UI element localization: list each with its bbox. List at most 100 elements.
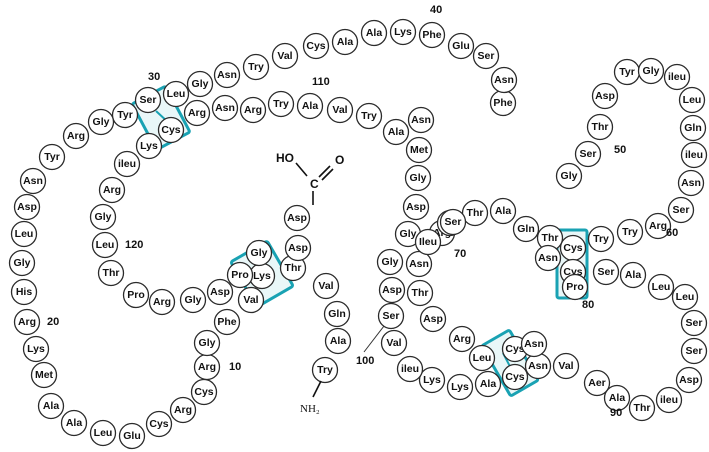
residue: Asn (490, 66, 518, 94)
residue-circle (489, 197, 517, 225)
residue-label: Try (248, 61, 264, 73)
residue-circle (680, 309, 708, 337)
residue-label: Arg (174, 404, 192, 416)
residue-label: Asn (681, 177, 701, 189)
residue-label: Asp (595, 90, 615, 102)
residue: Val (380, 329, 408, 357)
residue-circle (619, 261, 647, 289)
residue-label: Val (277, 50, 292, 62)
residue-label: Asp (406, 201, 426, 213)
residue-label: Asn (494, 74, 514, 86)
residue-label: Arg (244, 104, 262, 116)
residue: Aer (583, 369, 611, 397)
residue-label: Arg (649, 220, 667, 232)
position-number: 10 (229, 361, 241, 373)
amino-nh2-label: NH₂ (300, 403, 320, 415)
residue: Ala (331, 28, 359, 56)
residue-label: Gly (192, 78, 209, 90)
residue: Cys (501, 363, 529, 391)
c-o-double-bond (321, 168, 334, 181)
residue-circle (206, 278, 234, 306)
position-100-pointer (363, 325, 385, 353)
residue-circle (667, 196, 695, 224)
residue-circle (439, 208, 467, 236)
residue-circle (406, 279, 434, 307)
residue-circle (211, 94, 239, 122)
residue-label: Ala (330, 335, 347, 347)
residue: Arg (13, 308, 41, 336)
residue-circle (472, 42, 500, 70)
residue-circle (378, 276, 406, 304)
residue-label: Asn (528, 360, 548, 372)
residue: Lys (389, 18, 417, 46)
residue-circle (193, 329, 221, 357)
residue: Val (312, 272, 340, 300)
residue-circle (326, 96, 354, 124)
residue-label: Asp (679, 374, 699, 386)
residue-label: Met (35, 369, 54, 381)
residue: Tyr (613, 58, 641, 86)
residue-circle (169, 396, 197, 424)
residue-circle (135, 132, 163, 160)
residue: Arg (239, 96, 267, 124)
residue-circle (405, 136, 433, 164)
residue-label: Leu (473, 352, 492, 364)
residue: Thr (279, 254, 307, 282)
residue-circle (377, 302, 405, 330)
residue: Asn (524, 352, 552, 380)
residue-label: Asn (217, 69, 237, 81)
residue-label: ileu (668, 71, 686, 83)
residue-circle (402, 193, 430, 221)
residue-label: Asn (411, 114, 431, 126)
position-number: 20 (47, 316, 59, 328)
residue-circle (678, 86, 706, 114)
residue: Val (326, 96, 354, 124)
residue: Asn (19, 167, 47, 195)
residue: Met (30, 361, 58, 389)
position-number: 30 (148, 71, 160, 83)
residue: Leu (10, 220, 38, 248)
residue-circle (446, 373, 474, 401)
residue: Ser (667, 196, 695, 224)
residue: Ala (360, 19, 388, 47)
residue-label: Ala (366, 27, 383, 39)
residue-label: Asp (382, 284, 402, 296)
residue-circle (10, 220, 38, 248)
residue-label: Arg (103, 184, 121, 196)
n-chain-bond (312, 380, 322, 398)
residue: Cys (190, 378, 218, 406)
residue: Lys (446, 373, 474, 401)
residue-circle (179, 286, 207, 314)
residue-circle (552, 352, 580, 380)
residue-circle (267, 90, 295, 118)
residue: Ileu (414, 228, 442, 256)
residue-label: Try (361, 110, 377, 122)
residue-circle (419, 305, 447, 333)
residue-label: Gln (517, 223, 535, 235)
residue-circle (360, 19, 388, 47)
carboxyl-c-label: C (310, 177, 319, 191)
residue-label: Asp (287, 212, 307, 224)
residue: Ser (134, 86, 162, 114)
c-o-bond (318, 165, 331, 178)
residue-label: Leu (676, 291, 695, 303)
residue: Met (405, 136, 433, 164)
residue-label: Ala (609, 392, 626, 404)
residue: Try (242, 53, 270, 81)
residue-circle (98, 176, 126, 204)
residue-label: ileu (685, 149, 703, 161)
residue: Glu (447, 32, 475, 60)
residue-label: Gly (410, 172, 427, 184)
residue-circle (331, 28, 359, 56)
residue-circle (474, 370, 502, 398)
residue: Cys (559, 234, 587, 262)
residue: Arg (448, 325, 476, 353)
residue-label: Ser (673, 204, 690, 216)
residue: Thr (586, 113, 614, 141)
residue-label: Thr (467, 207, 484, 219)
residue: Ala (324, 327, 352, 355)
residue-circle (324, 327, 352, 355)
residue: Leu (678, 86, 706, 114)
residue: Ser (680, 337, 708, 365)
